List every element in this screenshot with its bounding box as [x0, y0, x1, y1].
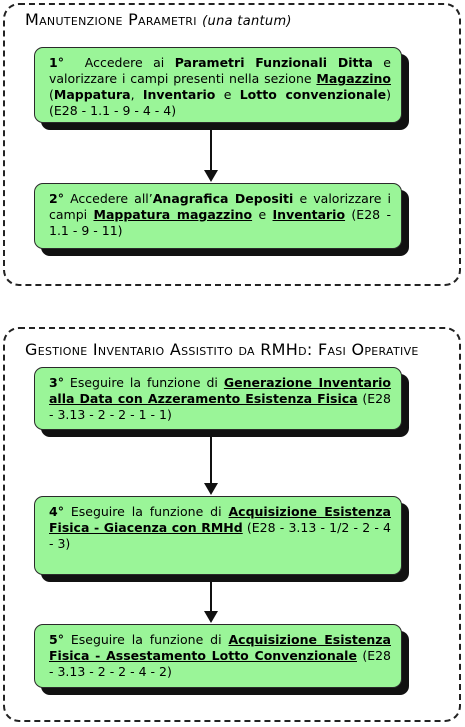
- step-5-box: 5° Eseguire la funzione di Acquisizione …: [34, 624, 402, 688]
- step-text: e: [215, 87, 240, 102]
- step-bold-term: Inventario: [142, 87, 216, 102]
- step-text: (: [49, 87, 54, 102]
- section-inventory-operations: Gestione Inventario Assistito da RMHd: F…: [3, 327, 461, 722]
- section-inventory-heading: Gestione Inventario Assistito da RMHd: F…: [25, 340, 419, 359]
- step-underlined-term: Inventario: [272, 207, 346, 222]
- step-number: 4°: [49, 504, 64, 519]
- step-4-box: 4° Eseguire la funzione di Acquisizione …: [34, 496, 402, 575]
- step-underlined-term: Generazione Inventario alla Data con Azz…: [49, 375, 391, 406]
- step-text: Accedere all’: [63, 191, 153, 206]
- section-maintenance-title: Manutenzione Parametri (una tantum): [25, 10, 292, 29]
- step-text: e valorizzare i campi: [49, 191, 391, 222]
- step-text: e: [252, 207, 273, 222]
- step-underlined-term: Magazzino: [316, 71, 391, 86]
- step-text: Eseguire la funzione di: [63, 504, 229, 519]
- step-text: Eseguire la funzione di: [63, 632, 229, 647]
- step-reference: (E28 - 1.1 - 9 - 11): [49, 207, 391, 238]
- step-reference: (E28 - 3.13 - 2 - 2 - 4 - 2): [49, 648, 392, 679]
- step-reference: ) (E28 - 1.1 - 9 - 4 - 4): [49, 87, 392, 118]
- arrow-down-icon: [204, 576, 218, 623]
- step-bold-term: Mappatura: [53, 87, 131, 102]
- step-2-box: 2° Accedere all’Anagrafica Depositi e va…: [34, 183, 402, 249]
- arrow-down-icon: [204, 431, 218, 495]
- arrow-down-icon: [204, 124, 218, 182]
- step-reference: (E28 - 3.13 - 2 - 2 - 1 - 1): [49, 391, 391, 422]
- step-text: Accedere ai: [84, 55, 175, 70]
- section-maintenance-parameters: Manutenzione Parametri (una tantum): [3, 3, 461, 286]
- step-underlined-term: Mappatura magazzino: [93, 207, 253, 222]
- step-bold-term: Lotto convenzionale: [239, 87, 387, 102]
- step-underlined-term: Acquisizione Esistenza Fisica - Assestam…: [49, 632, 391, 663]
- step-number: 5°: [49, 632, 64, 647]
- step-1-box: 1° Accedere ai Parametri Funzionali Ditt…: [34, 47, 402, 123]
- section-maintenance-heading: Manutenzione Parametri: [25, 10, 197, 29]
- step-text: ,: [130, 87, 143, 102]
- step-number: 1°: [49, 55, 64, 70]
- step-reference: (E28 - 3.13 - 1/2 - 2 - 4 - 3): [49, 520, 391, 551]
- step-number: 3°: [49, 375, 64, 390]
- step-number: 2°: [49, 191, 64, 206]
- step-3-box: 3° Eseguire la funzione di Generazione I…: [34, 367, 402, 430]
- step-bold-term: Anagrafica Depositi: [152, 191, 294, 206]
- step-underlined-term: Acquisizione Esistenza Fisica - Giacenza…: [49, 504, 391, 535]
- section-inventory-title: Gestione Inventario Assistito da RMHd: F…: [25, 340, 419, 359]
- step-bold-term: Parametri Funzionali Ditta: [174, 55, 373, 70]
- step-text: e valorizzare i campi presenti nella sez…: [49, 55, 391, 86]
- step-text: Eseguire la funzione di: [63, 375, 224, 390]
- section-maintenance-subtitle: (una tantum): [202, 14, 292, 29]
